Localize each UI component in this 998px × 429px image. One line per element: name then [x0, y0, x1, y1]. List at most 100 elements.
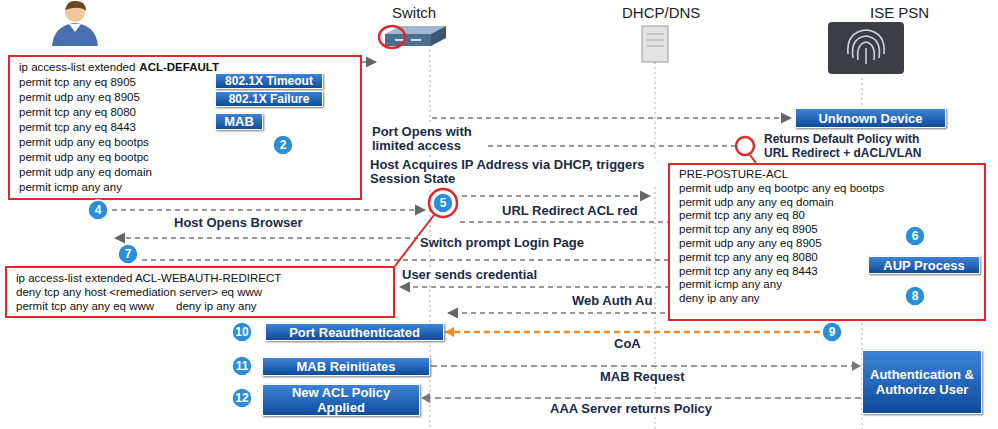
acl-rule-text: deny tcp any host <remediation server> e…	[16, 286, 262, 298]
column-heading: DHCP/DNS	[622, 4, 700, 21]
acl-rule-text: PRE-POSTURE-ACL	[679, 168, 788, 180]
step-label: Switch prompt Login Page	[418, 236, 586, 250]
step-box: Authentication & Authorize User	[862, 350, 982, 414]
acl-rule-text: permit tcp any eq 8905	[19, 76, 136, 88]
step-box: 802.1X Timeout	[215, 73, 323, 89]
callout-disc	[232, 356, 252, 376]
step-label: User sends credential	[400, 268, 539, 282]
step-text: New ACL Policy Applied	[282, 385, 400, 415]
step-box: Unknown Device	[795, 108, 946, 128]
acl-line: permit icmp any any	[19, 180, 351, 195]
callout-text: 9	[829, 325, 836, 339]
callout-text: 4	[95, 203, 102, 217]
callout-text: 12	[235, 391, 248, 405]
connector-line	[431, 365, 861, 367]
callout-disc	[88, 200, 108, 220]
step-text: 802.1X Failure	[229, 92, 310, 106]
acl-line: deny ip any any	[679, 292, 975, 306]
acl-rule-text: permit tcp any any eq 8443	[679, 265, 818, 277]
acl-line: permit tcp any any eq 80	[679, 209, 975, 223]
acl-rule-text: permit tcp any eq 8080	[19, 106, 136, 118]
step-label: Host Opens Browser	[172, 216, 305, 230]
callout-number: 4	[87, 199, 109, 221]
step-box: 802.1X Failure	[215, 91, 323, 107]
step-box: AUP Process	[868, 256, 980, 274]
acl-rule-text: ip access-list extended ACL-WEBAUTH-REDI…	[16, 272, 281, 284]
callout-number: 10	[231, 321, 253, 343]
step-label: Port Opens with limited access	[370, 125, 488, 153]
acl-rule-text: deny ip any any	[176, 300, 257, 312]
step-text: Unknown Device	[818, 111, 922, 126]
connector-line	[421, 397, 861, 399]
step-text: MAB Reinitiates	[297, 359, 396, 374]
callout-number: 8	[904, 285, 926, 307]
callout-disc	[273, 135, 293, 155]
acl-rule-text: permit udp any eq 8905	[19, 91, 140, 103]
user-icon	[52, 1, 98, 46]
callout-number: 12	[231, 387, 253, 409]
callout-text: 7	[125, 247, 132, 261]
acl-line: permit tcp any any eq www deny ip any any	[16, 299, 384, 313]
acl-rule-text: permit tcp any any eq 80	[679, 209, 805, 221]
callout-disc	[433, 193, 453, 213]
callout-text: 11	[236, 359, 249, 373]
connector-label: CoA	[612, 337, 643, 351]
acl-line: permit udp any eq bootpc	[19, 150, 351, 165]
step-label: Web Auth Au	[570, 294, 654, 308]
callout-number: 6	[904, 225, 926, 247]
acl-line: permit udp any eq bootps	[19, 135, 351, 150]
acl-line: deny tcp any host <remediation server> e…	[16, 285, 384, 299]
callout-number: 2	[272, 134, 294, 156]
acl-line: permit udp any any eq domain	[679, 196, 975, 210]
arrow-head	[421, 393, 430, 403]
step-label: Returns Default Policy with URL Redirect…	[762, 132, 940, 160]
callout-disc	[232, 388, 252, 408]
connector	[445, 327, 820, 337]
acl-rule-text: permit icmp any any	[679, 278, 782, 290]
callout-number: 5	[432, 192, 454, 214]
acl-rule-text: permit udp any eq domain	[19, 166, 152, 178]
column-heading: ISE PSN	[870, 4, 929, 21]
acl-line: permit tcp any eq 8443	[19, 120, 351, 135]
switch-icon	[385, 26, 446, 46]
callout-text: 10	[235, 325, 248, 339]
step-box: Port Reauthenticated	[265, 323, 444, 341]
dhcp-server-icon	[642, 26, 668, 62]
connector-label: AAA Server returns Policy	[548, 402, 714, 416]
callout-text: 5	[440, 196, 447, 210]
acl-rule-text: permit tcp any any eq www	[16, 300, 154, 312]
acl-rule-text: permit udp any eq bootpc	[19, 151, 149, 163]
acl-rule-text: permit udp any eq bootpc any eq bootps	[679, 182, 884, 194]
acl-line: permit icmp any any	[679, 278, 975, 292]
callout-disc	[118, 244, 138, 264]
step-text: AUP Process	[883, 258, 964, 273]
step-label: URL Redirect ACL red	[500, 204, 640, 218]
arrow-head	[852, 361, 861, 371]
ise-appliance-icon	[828, 22, 904, 74]
callout-disc	[905, 226, 925, 246]
acl-line: permit tcp any any eq 8905	[679, 223, 975, 237]
callout-text: 8	[912, 289, 919, 303]
step-text: MAB	[224, 114, 254, 129]
acl-rule-text: ACL-DEFAULT	[139, 61, 219, 73]
step-label: Host Acquires IP Address via DHCP, trigg…	[368, 158, 658, 186]
step-box: MAB Reinitiates	[262, 357, 430, 376]
acl-rule-text: permit icmp any any	[19, 181, 122, 193]
acl-rule-text: permit udp any eq bootps	[19, 136, 149, 148]
acl-line: permit udp any eq bootpc any eq bootps	[679, 182, 975, 196]
callout-disc	[822, 322, 842, 342]
callout-disc	[905, 286, 925, 306]
acl-line: permit udp any any eq 8905	[679, 237, 975, 251]
connector-line	[445, 331, 820, 334]
step-text: 802.1X Timeout	[225, 74, 313, 88]
acl-rule-text: permit udp any any eq domain	[679, 196, 834, 208]
callout-text: 6	[912, 229, 919, 243]
column-heading: Switch	[392, 4, 436, 21]
arrow-head	[445, 327, 454, 337]
acl-box: ip access-list extended ACL-WEBAUTH-REDI…	[5, 266, 395, 318]
acl-rule-text: permit tcp any any eq 8905	[679, 223, 818, 235]
acl-line: permit tcp any eq 8080	[19, 105, 351, 120]
connector-label: MAB Request	[598, 370, 687, 384]
acl-rule-text: deny ip any any	[679, 292, 760, 304]
